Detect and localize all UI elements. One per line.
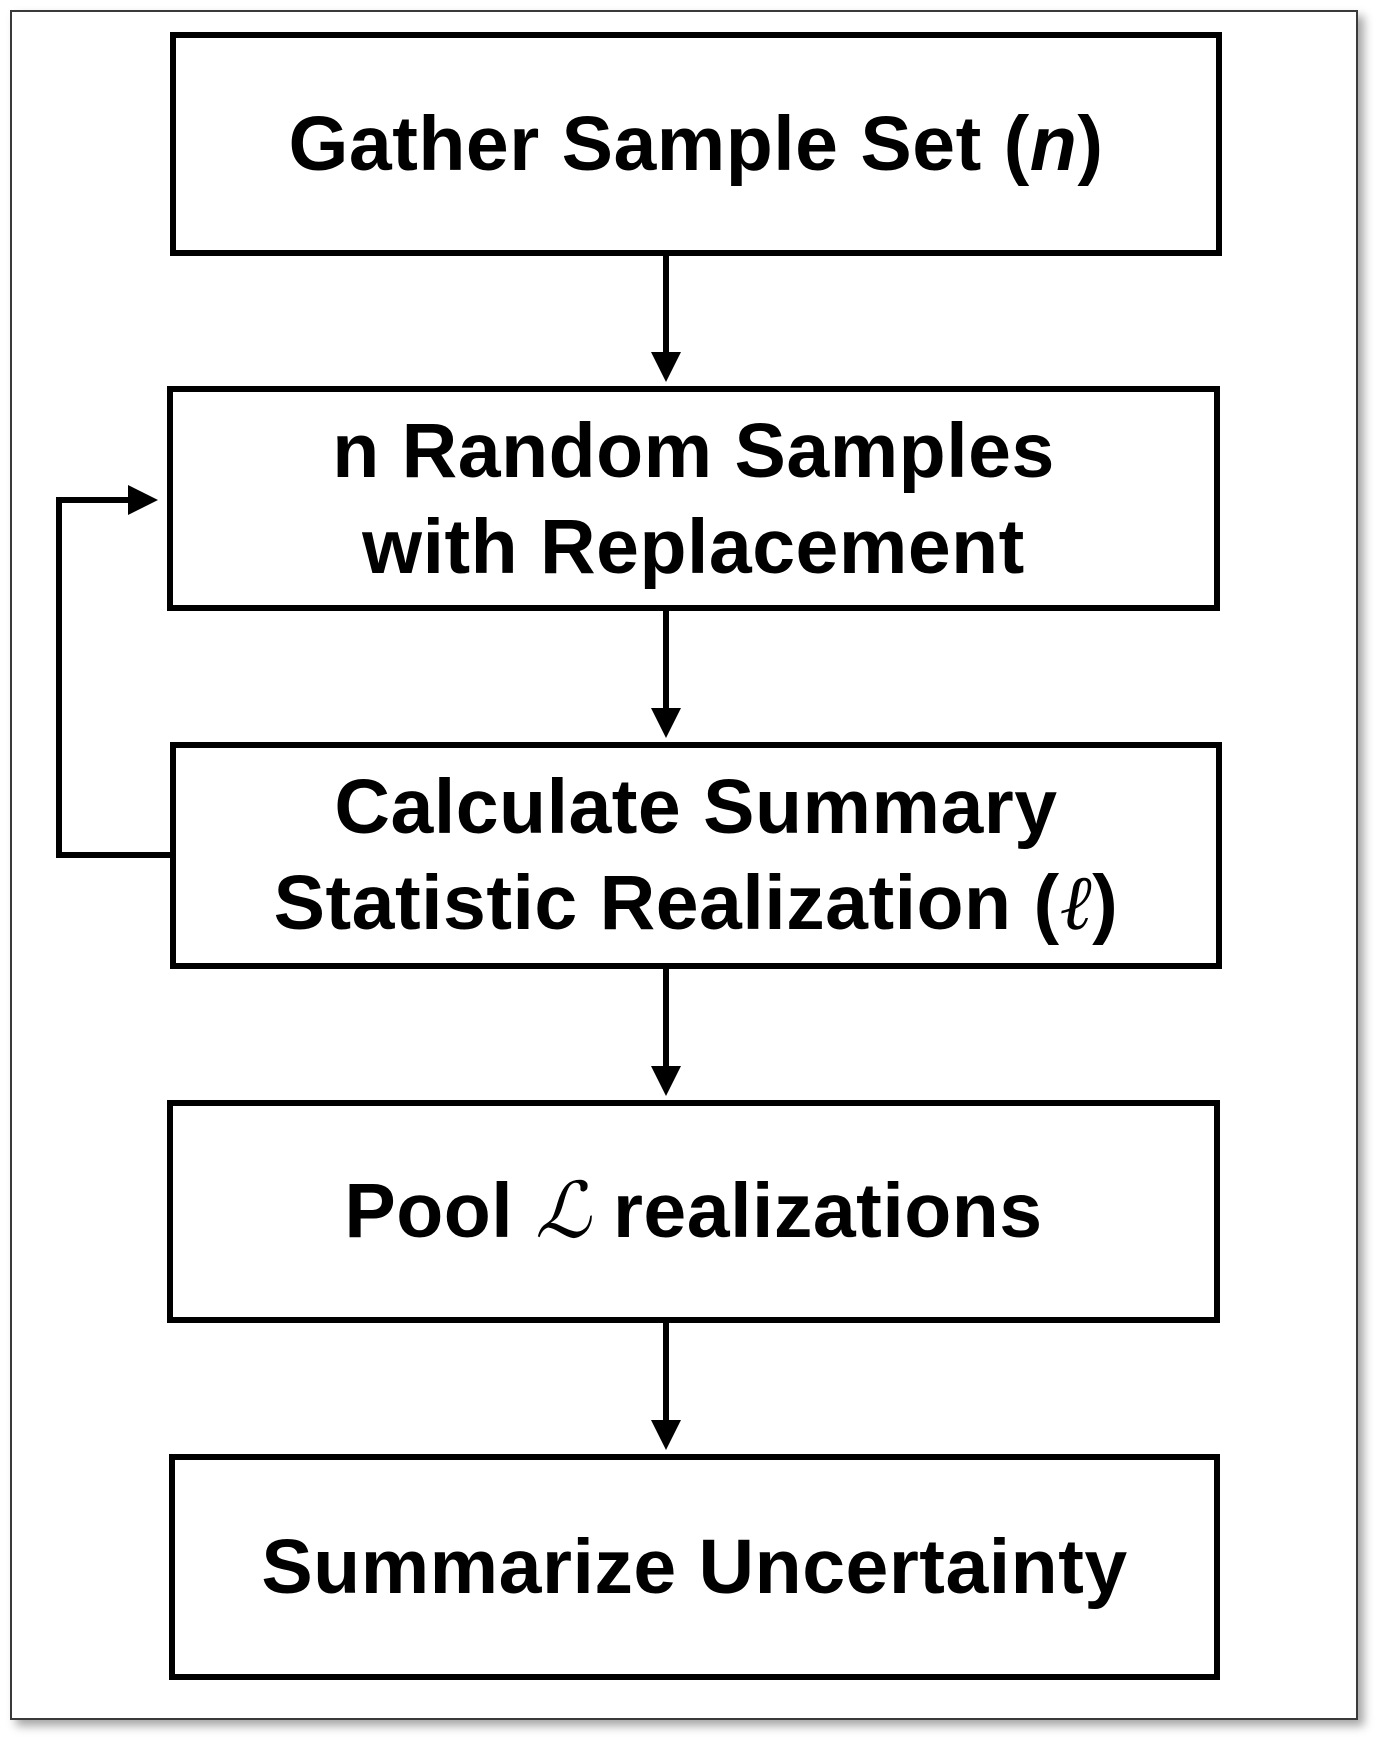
pool-label-end: realizations: [591, 1168, 1043, 1254]
summarize-label: Summarize Uncertainty: [261, 1524, 1128, 1610]
calculate-label-line-1: Calculate Summary: [334, 764, 1058, 850]
gather-label-close: ): [1077, 101, 1104, 187]
node-summarize-uncertainty: Summarize Uncertainty: [169, 1454, 1220, 1680]
random-label-line-2: with Replacement: [362, 503, 1025, 590]
node-random-samples: n Random Samples with Replacement: [167, 386, 1220, 611]
node-gather-sample-set: Gather Sample Set (n): [170, 32, 1222, 256]
random-label-line-1: n Random Samples: [332, 407, 1055, 494]
node-calculate-statistic: Calculate Summary Statistic Realization …: [170, 742, 1222, 969]
realization-symbol: ℓ: [1059, 859, 1093, 948]
calculate-label-line-2: Statistic Realization (: [273, 860, 1060, 946]
pooled-set-symbol: ℒ: [535, 1167, 592, 1256]
sample-size-symbol: n: [1029, 101, 1078, 187]
arrow-loop-back: [56, 485, 172, 858]
pool-label-start: Pool: [344, 1168, 536, 1254]
node-pool-realizations: Pool ℒ realizations: [167, 1100, 1220, 1323]
calculate-label-close: ): [1092, 860, 1119, 946]
gather-label-text: Gather Sample Set (: [288, 101, 1030, 187]
